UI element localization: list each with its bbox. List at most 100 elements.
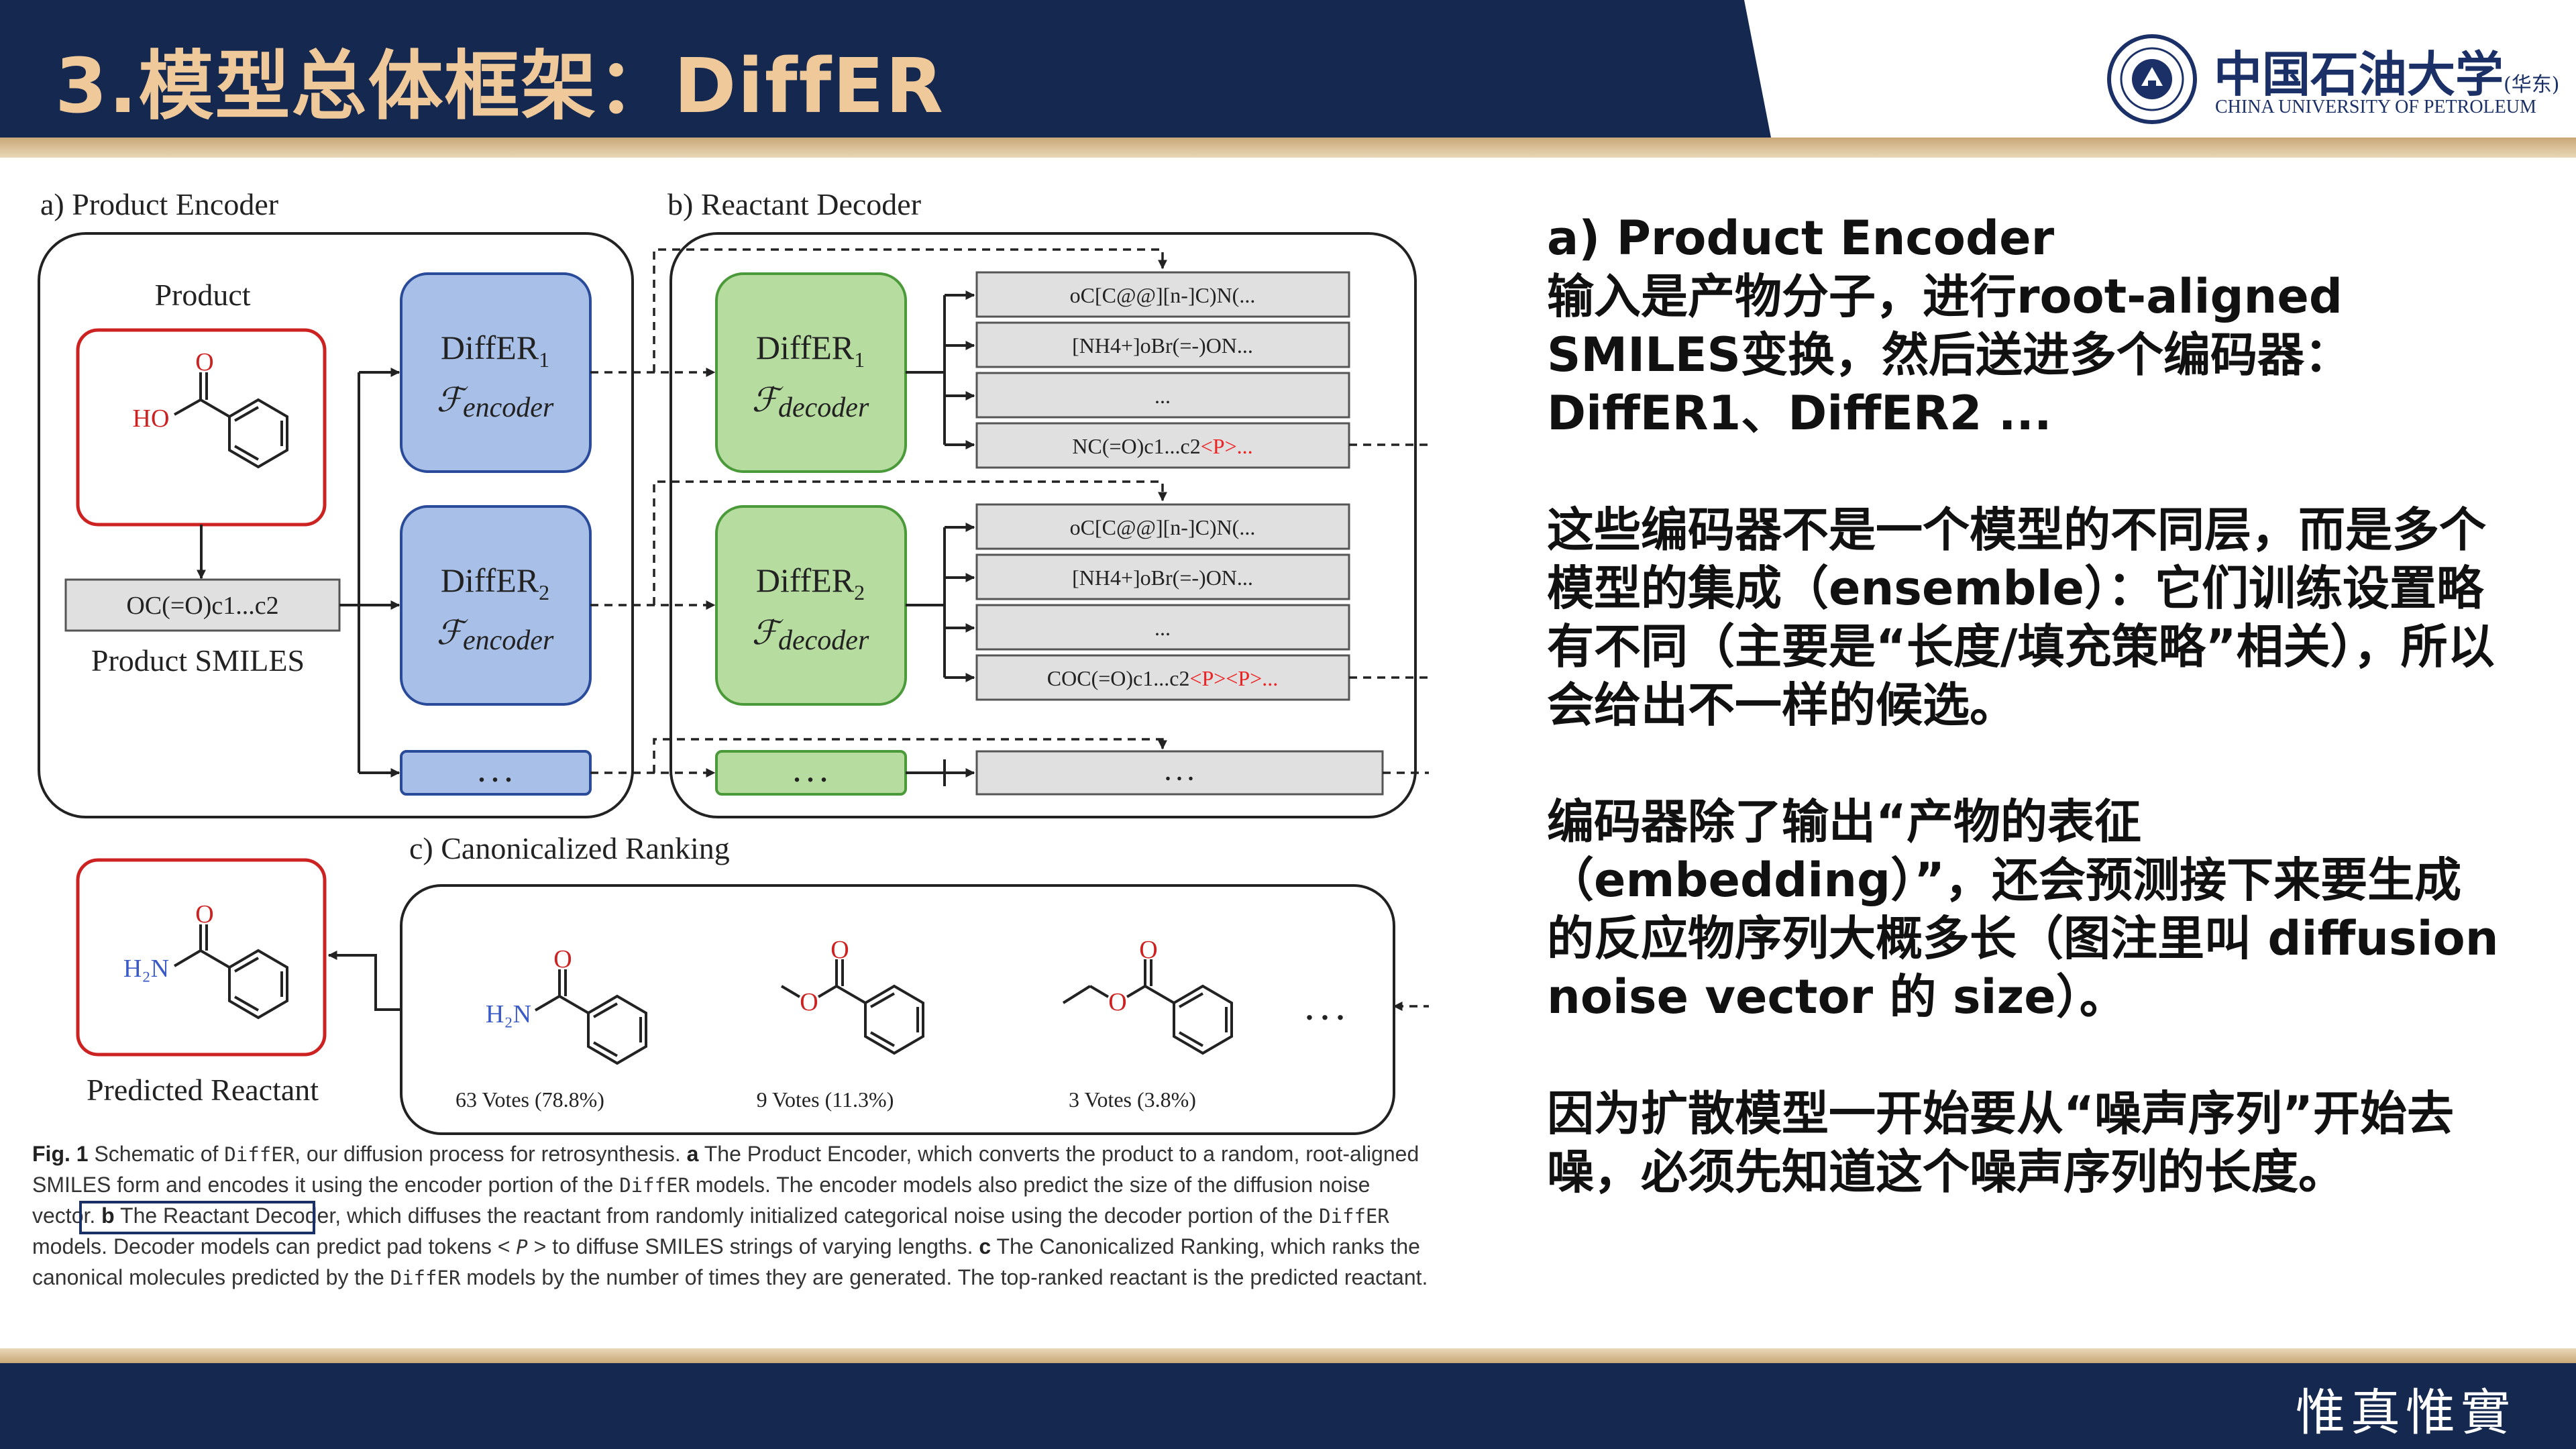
output3-row1: . . . — [1165, 761, 1194, 786]
predicted-o-label: O — [195, 900, 213, 928]
caption-text-3: The Product Encoder, which converts the … — [32, 1142, 1419, 1197]
decoder2-box — [715, 505, 907, 706]
output1-row2-box — [975, 321, 1350, 368]
dashed-loop-3 — [653, 738, 1167, 773]
output2-row3-box — [975, 604, 1350, 651]
decoder1-fanout-lines — [906, 295, 946, 445]
decoder3-ellipsis: . . . — [794, 757, 827, 788]
caption-a: a — [686, 1142, 699, 1166]
encoder2-role: ℱencoder — [437, 614, 554, 656]
output2-row1: oC[C@@][n-]C)N(... — [1070, 515, 1256, 539]
figure-caption: Fig. 1 Schematic of DiffER, our diffusio… — [32, 1139, 1434, 1293]
predicted-molecule-structure — [173, 924, 288, 1020]
arrow-ranking-to-predicted — [327, 951, 401, 1011]
ranked-3-o-top-label: O — [1139, 936, 1157, 964]
dashed-to-ranking-1 — [1349, 443, 1447, 1006]
ranked-molecule-3 — [1062, 959, 1233, 1055]
dashed-loop-2 — [653, 480, 1167, 605]
caption-fig-label: Fig. 1 — [32, 1142, 89, 1166]
decoder2-fanout-lines — [906, 527, 946, 678]
output1-row1-box — [975, 271, 1350, 318]
encoder-fanout-lines — [339, 372, 360, 773]
footer-gold-bar — [0, 1348, 2576, 1363]
encoder1-title: DiffER1 — [441, 329, 549, 372]
note-paragraph-2: 这些编码器不是一个模型的不同层，而是多个模型的集成（ensemble）：它们训练… — [1547, 502, 2495, 733]
decoder1-box — [715, 272, 907, 473]
university-motto: 惟真惟實 — [2296, 1384, 2516, 1442]
caption-text-7: > to diffuse SMILES strings of varying l… — [527, 1234, 979, 1258]
panel-c-label: c) Canonicalized Ranking — [409, 831, 730, 865]
ranked-2-o-top-label: O — [830, 936, 849, 964]
predicted-reactant-label: Predicted Reactant — [87, 1073, 319, 1107]
dashed-loop-1 — [653, 248, 1167, 372]
differ-figure: a) Product Encoder b) Reactant Decoder c… — [27, 181, 1447, 1147]
header-background — [0, 0, 1771, 138]
decoder3-fanout-lines — [906, 759, 946, 786]
output2-row2: [NH4+]oBr(=-)ON... — [1072, 566, 1253, 590]
ranked-1-o-label: O — [553, 945, 572, 973]
encoder3-ellipsis: . . . — [478, 757, 512, 788]
encoder1-box — [400, 272, 592, 473]
product-molecule-structure — [174, 372, 288, 469]
output2-row4-box — [975, 654, 1350, 701]
output2-row4: COC(=O)c1...c2<P><P>... — [1047, 666, 1278, 690]
figure-diagram: a) Product Encoder b) Reactant Decoder c… — [38, 187, 1447, 1135]
panel-a-label: a) Product Encoder — [40, 187, 278, 221]
output1-row3: ... — [1155, 384, 1171, 408]
university-seal-icon — [2107, 34, 2197, 124]
ranked-1-votes: 63 Votes (78.8%) — [455, 1087, 604, 1112]
university-name-cn: 中国石油大学(华东) — [2214, 46, 2560, 103]
encoder2-box — [400, 505, 592, 706]
decoder2-title: DiffER2 — [756, 561, 865, 604]
output1-row4: NC(=O)c1...c2<P>... — [1072, 434, 1252, 458]
caption-text-8: The Canonicalized Ranking, which ranks t… — [32, 1234, 1420, 1289]
ranked-molecule-2 — [780, 959, 924, 1055]
caption-text-9: models by the number of times they are g… — [460, 1265, 1428, 1289]
ranked-1-h2n-label: H₂N — [486, 1000, 531, 1028]
product-o-label: O — [195, 348, 213, 376]
output3-row1-box — [975, 750, 1384, 796]
note-paragraph-4: 因为扩散模型一开始要从“噪声序列”开始去噪，必须先知道这个噪声序列的长度。 — [1547, 1086, 2455, 1199]
ranking-more-ellipsis: . . . — [1305, 992, 1344, 1026]
caption-c: c — [979, 1234, 991, 1258]
caption-highlight-text: diffusion noise vector. — [32, 1173, 1371, 1228]
caption-b: b — [101, 1203, 115, 1228]
output1-row4-box — [975, 422, 1350, 469]
slide-header: 3.模型总体框架：DiffER 中国石油大学(华东) CHINA UNIVERS… — [0, 0, 2576, 138]
panel-b-label: b) Reactant Decoder — [667, 187, 921, 221]
product-label: Product — [154, 278, 250, 312]
slide-footer — [0, 1348, 2576, 1449]
ranked-2-votes: 9 Votes (11.3%) — [757, 1087, 894, 1112]
university-logo: 中国石油大学(华东) CHINA UNIVERSITY OF PETROLEUM — [2100, 34, 2563, 127]
encoder2-title: DiffER2 — [441, 561, 549, 604]
caption-differ-4: DiffER — [390, 1267, 461, 1289]
caption-text-5: The Reactant Decoder, which diffuses the… — [114, 1203, 1320, 1228]
caption-highlight-box — [79, 1201, 315, 1234]
caption-p: P — [516, 1236, 528, 1258]
ranked-2-o-ester-label: O — [800, 988, 818, 1016]
predicted-h2n-label: H₂N — [123, 955, 169, 983]
caption-text-6: models. Decoder models can predict pad t… — [32, 1234, 517, 1258]
output2-row1-box — [975, 503, 1350, 550]
predicted-reactant-box — [76, 858, 327, 1057]
note-1-body: 输入是产物分子，进行root-aligned SMILES变换，然后送进多个编码… — [1547, 269, 2351, 441]
output2-row3: ... — [1155, 616, 1171, 640]
header-gold-bar — [0, 138, 2576, 158]
output1-row3-box — [975, 372, 1350, 419]
caption-differ-2: DiffER — [619, 1174, 690, 1197]
caption-differ-1: DiffER — [224, 1143, 295, 1166]
panel-a-frame — [38, 232, 634, 818]
caption-differ-3: DiffER — [1319, 1205, 1389, 1228]
caption-text-4: models. The encoder models also predict … — [689, 1173, 1234, 1197]
note-paragraph-3: 编码器除了输出“产物的表征（embedding）”，还会预测接下来要生成的反应物… — [1547, 794, 2499, 1024]
caption-text-2: , our diffusion process for retrosynthes… — [294, 1142, 687, 1166]
note-1-heading: a) Product Encoder — [1547, 211, 2055, 266]
ranked-3-o-ester-label: O — [1108, 988, 1126, 1016]
decoder1-title: DiffER1 — [756, 329, 865, 372]
product-ho-label: HO — [133, 405, 170, 433]
product-smiles: OC(=O)c1...c2 — [126, 592, 278, 620]
panel-b-frame — [669, 232, 1417, 818]
slide-title: 3.模型总体框架：DiffER — [55, 43, 945, 130]
